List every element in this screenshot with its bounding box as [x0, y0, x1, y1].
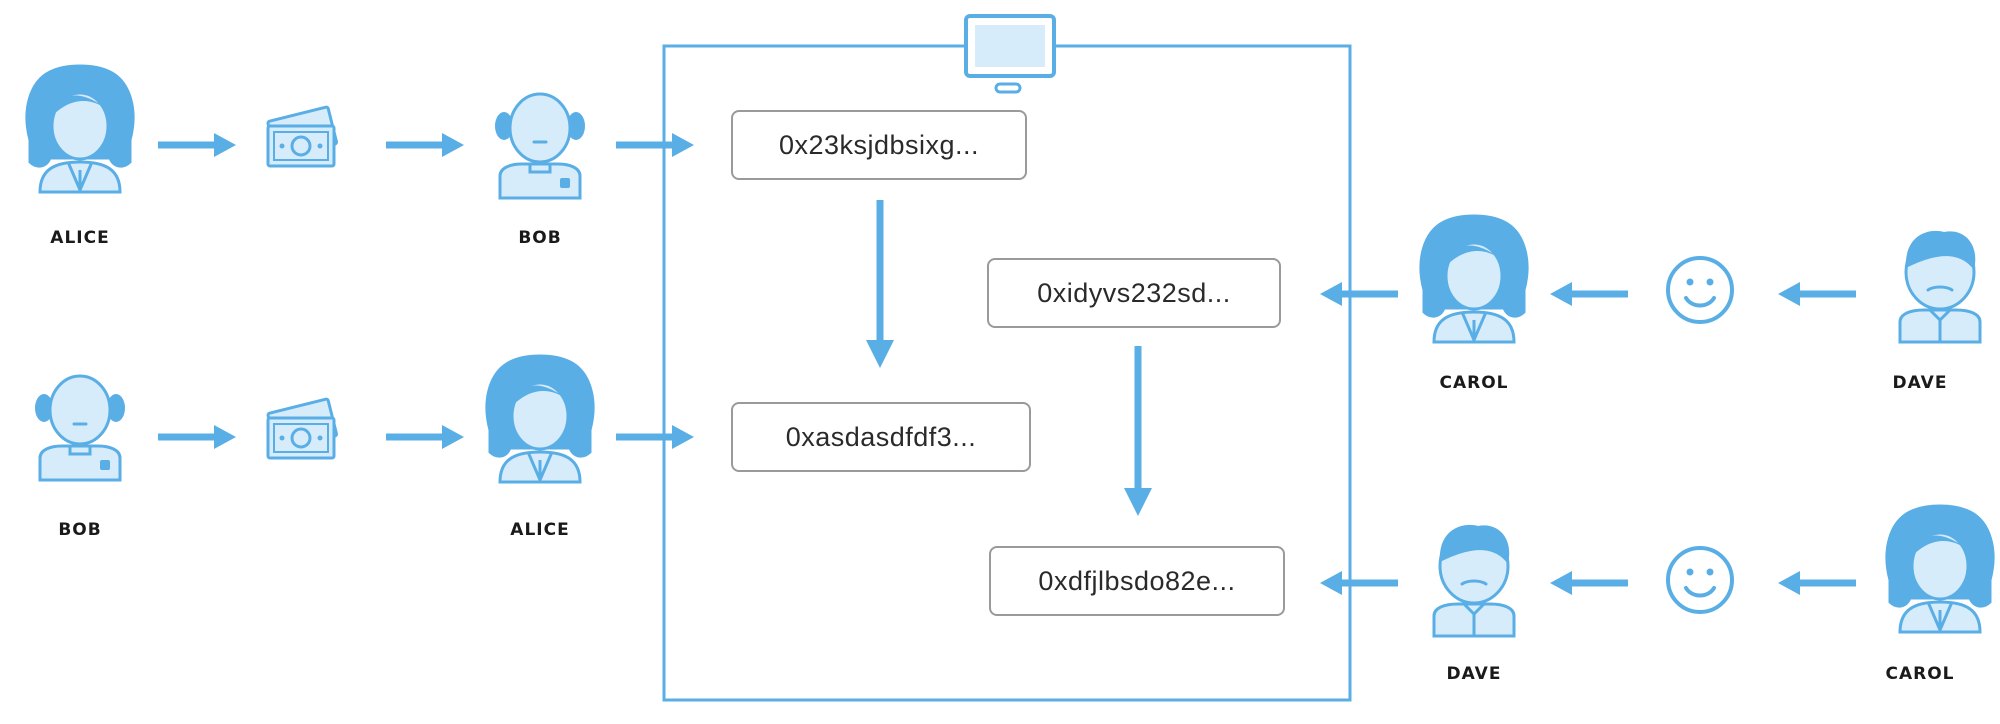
arrow-left: [1778, 571, 1856, 595]
person-label-bob: BOB: [58, 520, 102, 540]
person-label-carol: CAROL: [1439, 373, 1509, 393]
arrow-right: [616, 425, 694, 449]
person-label-dave: DAVE: [1446, 664, 1502, 684]
person-label-dave: DAVE: [1892, 373, 1948, 393]
hash-box-2: 0xasdasdfdf3...: [731, 402, 1031, 472]
arrow-left: [1320, 571, 1398, 595]
man-avatar-icon: [1432, 523, 1516, 638]
person-label-alice: ALICE: [510, 520, 570, 540]
arrow-left: [1778, 282, 1856, 306]
arrow-right: [158, 425, 236, 449]
bald-man-avatar-icon: [33, 374, 127, 482]
smiley-icon: [1666, 546, 1734, 614]
arrow-left: [1320, 282, 1398, 306]
arrow-down: [1124, 346, 1152, 516]
person-label-carol: CAROL: [1885, 664, 1955, 684]
arrow-right: [386, 133, 464, 157]
hash-box-1: 0x23ksjdbsixg...: [731, 110, 1027, 180]
arrow-right: [616, 133, 694, 157]
arrow-left: [1550, 282, 1628, 306]
smiley-icon: [1666, 256, 1734, 324]
man-avatar-icon: [1898, 229, 1982, 344]
computer-monitor-icon: [964, 14, 1056, 94]
hash-box-4: 0xdfjlbsdo82e...: [989, 546, 1285, 616]
bald-man-avatar-icon: [493, 92, 587, 200]
woman-avatar-icon: [1419, 214, 1529, 344]
banknotes-icon: [266, 397, 339, 460]
woman-avatar-icon: [1885, 504, 1995, 634]
arrow-right: [158, 133, 236, 157]
arrow-right: [386, 425, 464, 449]
woman-avatar-icon: [485, 354, 595, 484]
banknotes-icon: [266, 105, 339, 168]
woman-avatar-icon: [25, 64, 135, 194]
person-label-bob: BOB: [518, 228, 562, 248]
person-label-alice: ALICE: [50, 228, 110, 248]
arrow-left: [1550, 571, 1628, 595]
arrow-down: [866, 200, 894, 368]
hash-box-3: 0xidyvs232sd...: [987, 258, 1281, 328]
